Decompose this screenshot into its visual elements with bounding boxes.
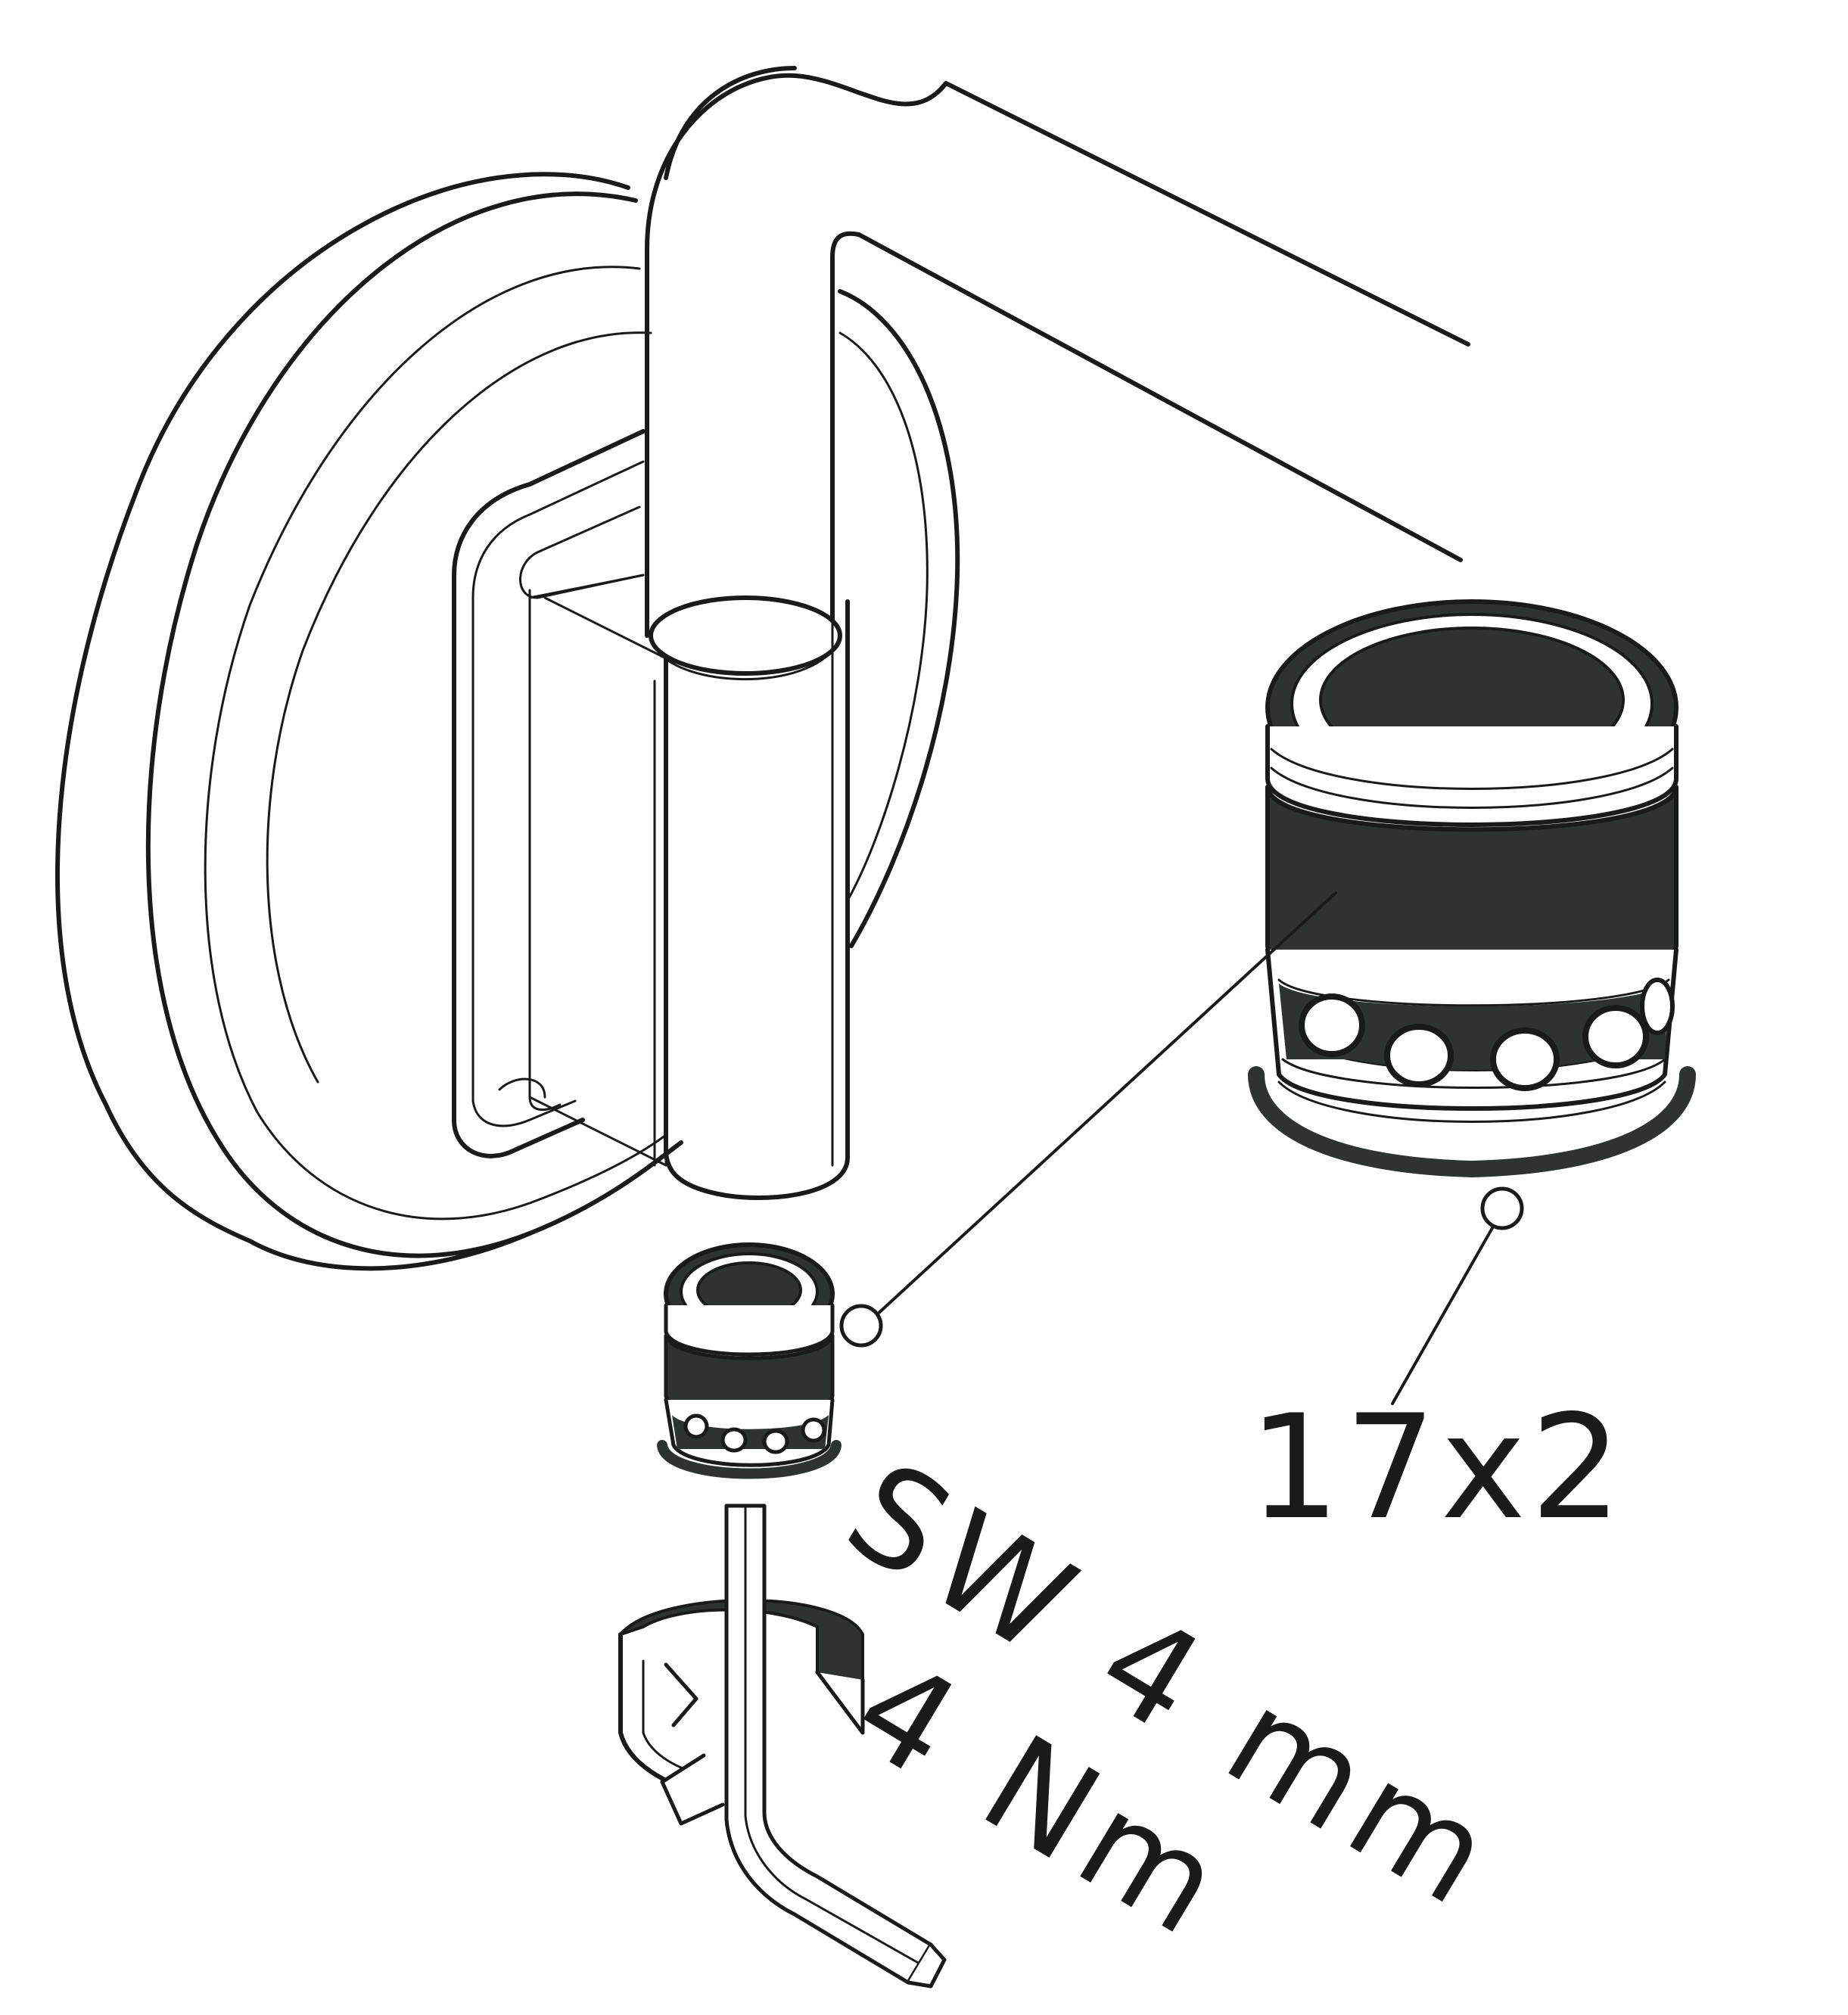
wall-flange bbox=[54, 172, 683, 1271]
callout-dots bbox=[839, 1186, 1524, 1348]
rotate-arrow-icon bbox=[618, 1599, 865, 1826]
aerator-large bbox=[1248, 599, 1696, 1177]
leader-lines bbox=[865, 891, 1504, 1405]
wall-flange-inner bbox=[204, 266, 960, 1221]
spout-sleeve bbox=[649, 595, 842, 1167]
dimension-label: 17x2 bbox=[1249, 1384, 1627, 1551]
hex-key-icon bbox=[724, 1503, 947, 1989]
aerator-small bbox=[657, 1242, 842, 1479]
mounting-block bbox=[452, 429, 646, 1158]
spout-pipe bbox=[645, 66, 1470, 1200]
mounting-block-inner bbox=[471, 460, 667, 1167]
